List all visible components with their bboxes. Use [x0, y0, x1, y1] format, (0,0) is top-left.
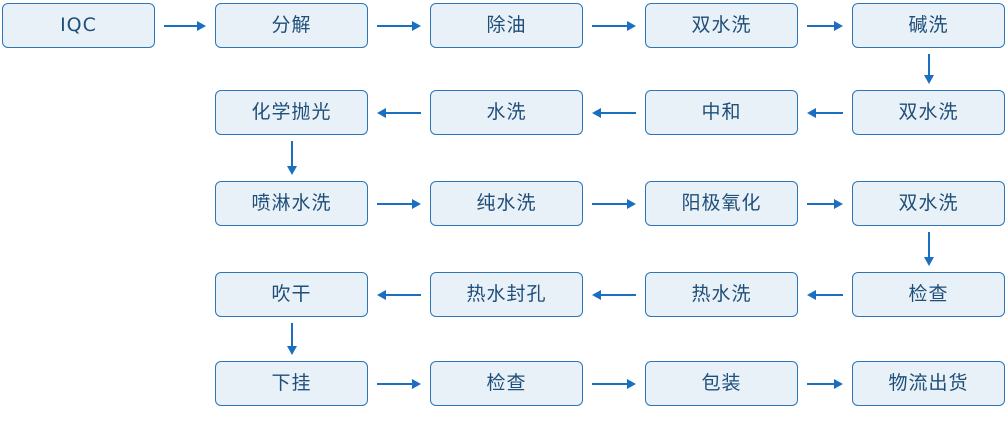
arrow-down-icon — [286, 141, 298, 175]
flow-node-label: 水洗 — [486, 101, 527, 123]
arrow-down-icon — [923, 232, 935, 266]
arrow-right-icon — [807, 378, 843, 390]
flow-node-label: 双水洗 — [898, 101, 959, 123]
arrow-left-icon — [807, 107, 843, 119]
flow-node-label: 阳极氧化 — [681, 192, 762, 214]
flow-node-label: 包装 — [701, 372, 742, 394]
arrow-right-icon — [377, 20, 421, 32]
arrow-right-icon — [592, 20, 636, 32]
arrow-left-icon — [377, 289, 421, 301]
flow-node-label: 检查 — [486, 372, 527, 394]
arrow-right-icon — [592, 378, 636, 390]
flow-node-yangjiyanghua: 阳极氧化 — [645, 181, 798, 226]
flow-node-label: 热水封孔 — [466, 283, 547, 305]
flow-node-iqc: IQC — [2, 3, 155, 48]
flow-node-label: 碱洗 — [908, 14, 949, 36]
arrow-right-icon — [377, 378, 421, 390]
flow-node-chuyou: 除油 — [430, 3, 583, 48]
flow-node-zhonghe: 中和 — [645, 90, 798, 135]
arrow-down-icon — [286, 323, 298, 355]
flow-node-fenjie: 分解 — [215, 3, 368, 48]
flow-node-shuangshuixi2: 双水洗 — [852, 90, 1005, 135]
arrow-left-icon — [807, 289, 843, 301]
flow-node-label: IQC — [60, 14, 97, 36]
arrow-right-icon — [164, 20, 206, 32]
flow-node-reshuifengkong: 热水封孔 — [430, 272, 583, 317]
flow-node-label: 除油 — [486, 14, 527, 36]
flow-node-reshuixi: 热水洗 — [645, 272, 798, 317]
flow-node-label: 喷淋水洗 — [251, 192, 332, 214]
flow-node-baozhuang: 包装 — [645, 361, 798, 406]
flow-node-label: 热水洗 — [691, 283, 752, 305]
arrow-left-icon — [592, 107, 636, 119]
arrow-right-icon — [592, 198, 636, 210]
flow-node-shuangshuixi3: 双水洗 — [852, 181, 1005, 226]
arrow-right-icon — [807, 20, 843, 32]
flow-node-label: 检查 — [908, 283, 949, 305]
flow-node-wuliuchuhuo: 物流出货 — [852, 361, 1005, 406]
arrow-right-icon — [807, 198, 843, 210]
flow-node-label: 纯水洗 — [476, 192, 537, 214]
flow-node-shuangshuixi1: 双水洗 — [645, 3, 798, 48]
arrow-right-icon — [377, 198, 421, 210]
flow-node-label: 下挂 — [271, 372, 312, 394]
flow-node-penlinshuixi: 喷淋水洗 — [215, 181, 368, 226]
arrow-down-icon — [923, 54, 935, 84]
arrow-left-icon — [377, 107, 421, 119]
flow-node-chunshuixi: 纯水洗 — [430, 181, 583, 226]
flow-node-jianxi: 碱洗 — [852, 3, 1005, 48]
flow-node-label: 吹干 — [271, 283, 312, 305]
flow-node-shuixi: 水洗 — [430, 90, 583, 135]
flow-node-jiancha1: 检查 — [852, 272, 1005, 317]
flow-node-label: 分解 — [271, 14, 312, 36]
flow-node-jiancha2: 检查 — [430, 361, 583, 406]
flow-node-chuigan: 吹干 — [215, 272, 368, 317]
flow-node-xiagua: 下挂 — [215, 361, 368, 406]
flow-node-huaxuepaoguang: 化学抛光 — [215, 90, 368, 135]
arrow-left-icon — [592, 289, 636, 301]
flow-node-label: 双水洗 — [691, 14, 752, 36]
flow-node-label: 中和 — [701, 101, 742, 123]
flow-node-label: 双水洗 — [898, 192, 959, 214]
flow-node-label: 物流出货 — [888, 372, 969, 394]
flow-node-label: 化学抛光 — [251, 101, 332, 123]
